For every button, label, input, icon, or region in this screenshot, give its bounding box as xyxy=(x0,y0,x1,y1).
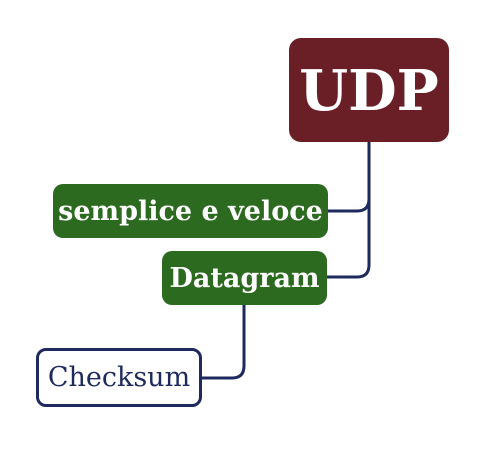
node-checksum[interactable]: Checksum xyxy=(36,348,202,407)
node-datagram[interactable]: Datagram xyxy=(162,251,327,305)
node-root-label: UDP xyxy=(299,58,439,124)
node-checksum-label: Checksum xyxy=(47,362,191,393)
connector-udp-semplice xyxy=(326,140,371,213)
connector-datagram-checksum xyxy=(200,303,246,380)
node-datagram-label: Datagram xyxy=(169,262,320,294)
node-root-udp[interactable]: UDP xyxy=(289,38,449,142)
node-semplice-e-veloce[interactable]: semplice e veloce xyxy=(53,184,328,238)
connector-udp-datagram xyxy=(325,197,371,279)
node-semplice-label: semplice e veloce xyxy=(58,195,323,227)
